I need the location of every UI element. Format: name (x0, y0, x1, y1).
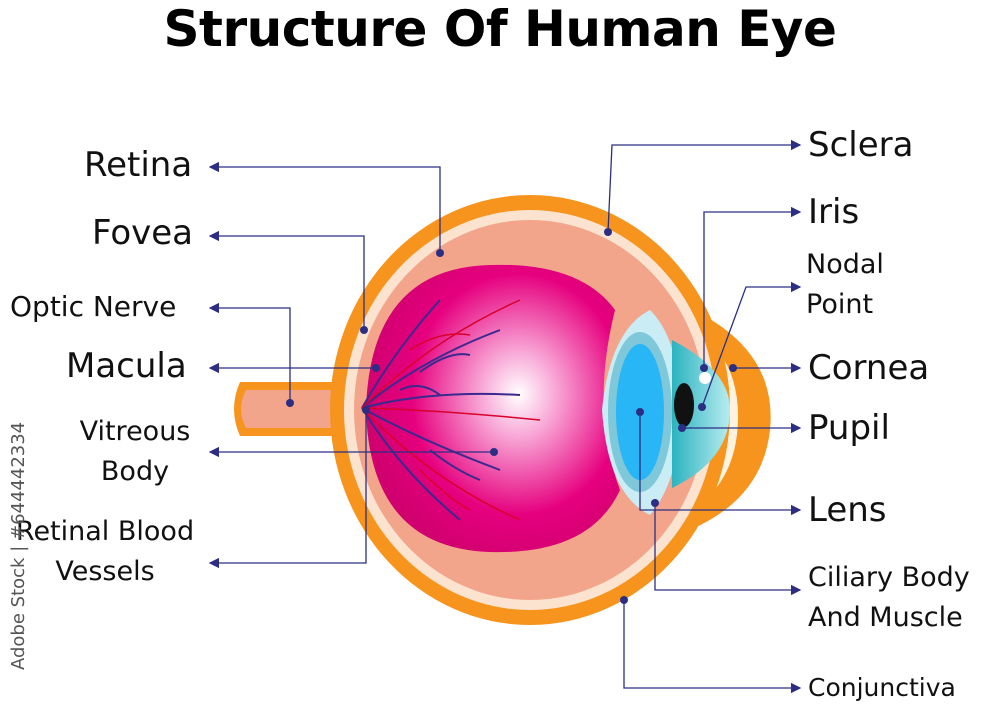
label-vitreous-line1: Vitreous (79, 416, 191, 447)
label-macula: Macula (66, 346, 187, 386)
label-vitreous-body: Vitreous Body (60, 412, 210, 492)
label-fovea: Fovea (92, 213, 194, 253)
label-ciliary-body: Ciliary Body And Muscle (808, 558, 970, 638)
label-lens: Lens (808, 490, 887, 530)
pupil (674, 383, 694, 427)
label-retina: Retina (84, 145, 193, 185)
label-sclera: Sclera (808, 125, 914, 165)
watermark: Adobe Stock | #644442334 (2, 422, 32, 670)
vitreous-body (366, 264, 620, 553)
label-nodal-point: Nodal Point (806, 245, 884, 325)
label-conjunctiva: Conjunctiva (808, 673, 956, 702)
label-retinal-blood-vessels: Retinal Blood Vessels (0, 512, 210, 592)
label-pupil: Pupil (808, 408, 890, 448)
page-title: Structure Of Human Eye (163, 0, 837, 58)
label-vitreous-line2: Body (100, 456, 170, 487)
pointer-lines (208, 139, 802, 694)
label-nodal-line2: Point (806, 289, 874, 320)
label-rbv-line2: Vessels (55, 556, 155, 587)
label-cornea: Cornea (808, 348, 930, 388)
retinal-blood-vessels (361, 299, 521, 521)
retinal-arteries (361, 299, 541, 521)
label-rbv-line1: Retinal Blood (15, 516, 195, 547)
label-optic-nerve: Optic Nerve (10, 290, 177, 323)
label-nodal-line1: Nodal (806, 249, 884, 280)
label-ciliary-line2: And Muscle (808, 602, 963, 633)
pointer-dots (286, 228, 737, 604)
iris (672, 340, 730, 488)
label-ciliary-line1: Ciliary Body (808, 562, 970, 593)
watermark-text: Adobe Stock | #644442334 (8, 421, 29, 670)
label-iris: Iris (808, 192, 860, 232)
